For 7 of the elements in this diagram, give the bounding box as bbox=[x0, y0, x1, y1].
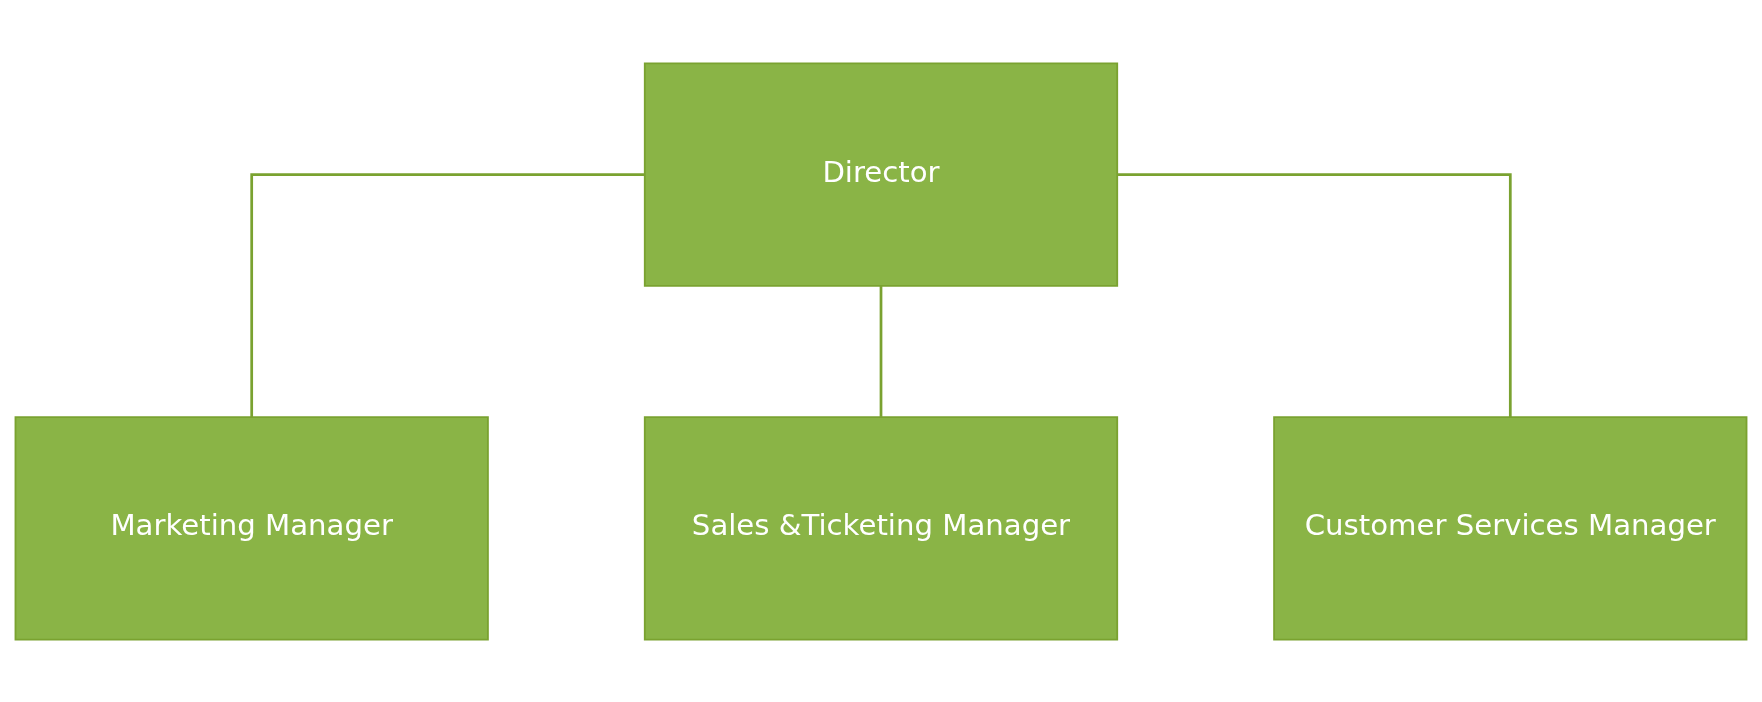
node-box: Customer Services Manager bbox=[1273, 415, 1748, 641]
node-box: Sales &Ticketing Manager bbox=[643, 415, 1119, 641]
node-box: Director bbox=[643, 61, 1119, 287]
connector bbox=[1118, 172, 1512, 417]
node-box: Marketing Manager bbox=[14, 415, 489, 641]
connector bbox=[250, 172, 644, 417]
connector bbox=[879, 285, 883, 417]
